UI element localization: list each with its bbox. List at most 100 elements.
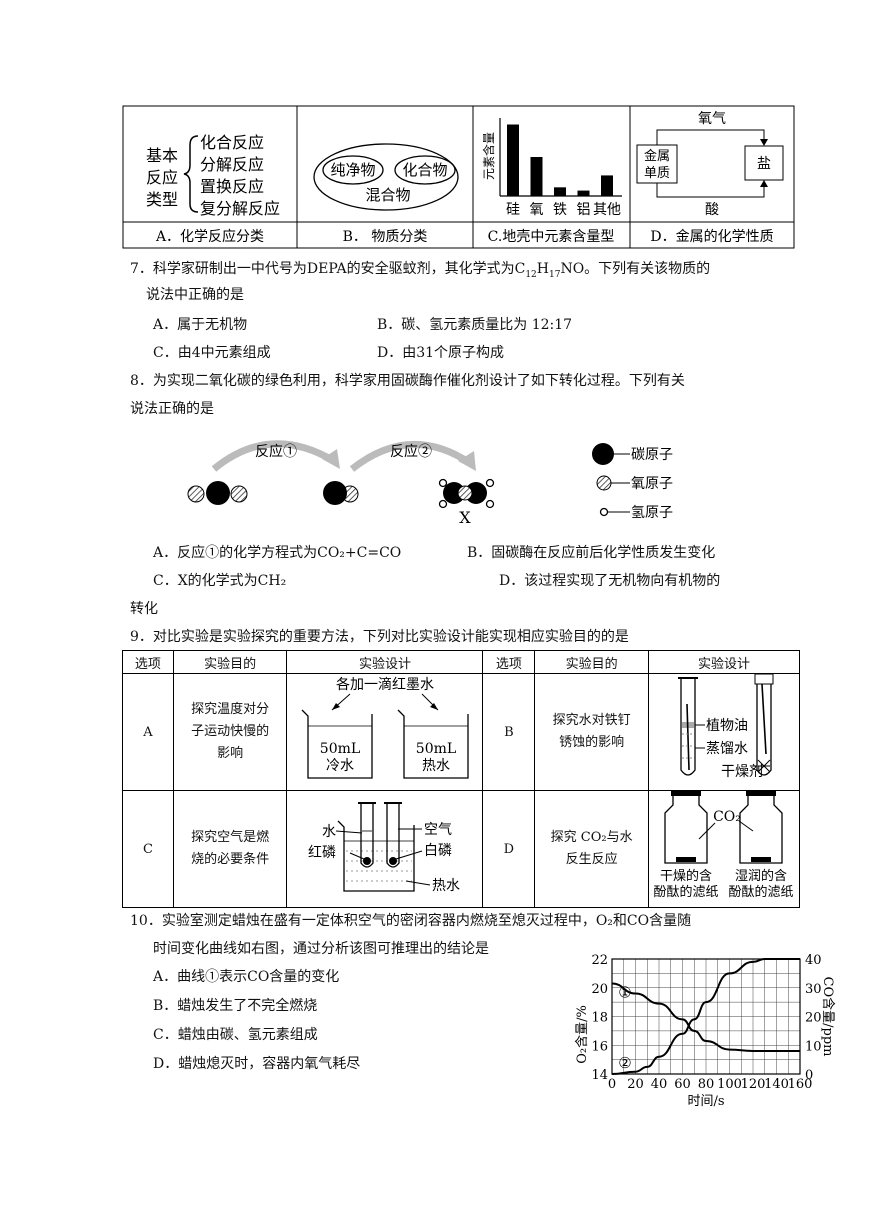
series-line-2	[611, 958, 800, 1075]
row-c-design: 水 空气 红磷 白磷 热水	[286, 790, 484, 908]
x-tick-label: 40	[651, 1077, 668, 1092]
q10-option-b: B．蜡烛发生了不完全燃烧	[153, 998, 318, 1014]
oil-label: 植物油	[706, 718, 748, 734]
q8-option-c: C．X的化学式为CH₂	[153, 573, 287, 589]
water-label: 蒸馏水	[706, 741, 748, 757]
wet-paper-line2: 酚酞的滤纸	[729, 884, 794, 900]
row-a-option: A	[122, 673, 174, 791]
y2-tick-label: 10	[805, 1039, 822, 1054]
test-tube-2	[756, 678, 773, 776]
x-tick-label: 80	[698, 1077, 715, 1092]
q7-option-d: D．由31个原子构成	[377, 345, 505, 361]
q9-table: 选项 实验目的 实验设计 选项 实验目的 实验设计 A 探究温度对分子运动快慢的…	[122, 650, 801, 908]
mixture-label: 混合物	[365, 186, 410, 204]
test-tube-1	[680, 678, 697, 776]
red-phosphorus-icon	[362, 857, 371, 865]
beaker-hot-water	[337, 820, 415, 892]
x-tick-label: 120	[741, 1077, 766, 1092]
row-d-option: D	[482, 790, 536, 908]
beaker-cold	[301, 709, 373, 779]
beaker-hot	[397, 709, 469, 779]
q9-stem: 9．对比实验是实验探究的重要方法，下列对比实验设计能实现相应实验目的的是	[130, 629, 629, 645]
co-molecule	[323, 481, 359, 505]
q10-stem-line2: 时间变化曲线如右图，通过分析该图可推理出的结论是	[153, 941, 489, 957]
reaction-item: 复分解反应	[200, 199, 280, 218]
row-b-option: B	[482, 673, 536, 791]
co2-label: CO₂	[714, 809, 742, 825]
bar-铝	[577, 190, 590, 196]
bar-category-label: 铁	[553, 202, 567, 218]
reaction2-label: 反应②	[390, 443, 432, 460]
y2-axis-label: CO含量/ppm	[820, 977, 836, 1057]
oxygen-atom-icon	[596, 475, 612, 491]
white-phosphorus-label: 白磷	[424, 843, 452, 859]
bar-category-label: 其他	[593, 202, 621, 218]
row-d-purpose: 探究 CO₂与水反生反应	[534, 790, 649, 908]
x-tick-label: 20	[627, 1077, 644, 1092]
arrow-down-icon	[760, 139, 768, 146]
header-option: 选项	[122, 650, 174, 674]
pure-substance-label: 纯净物	[330, 161, 375, 179]
legend-carbon: 碳原子	[631, 447, 673, 463]
reaction-diagram: 反应① 反应② X 碳原子 氧原子 氢原子	[187, 440, 673, 527]
q8-option-d-line2: 转化	[130, 601, 158, 617]
series-label-1: ①	[618, 984, 631, 1002]
q8-stem-line2: 说法正确的是	[130, 401, 214, 417]
carbon-atom-icon	[592, 443, 614, 465]
series-label-2: ②	[618, 1054, 631, 1072]
q8-option-d: D．该过程实现了无机物向有机物的	[499, 573, 721, 589]
reaction-label-line1: 基本	[146, 146, 178, 165]
tube-water	[360, 803, 374, 868]
q10-option-d: D．蜡烛熄灭时，容器内氧气耗尽	[153, 1056, 361, 1072]
q10-option-a: A．曲线①表示CO含量的变化	[153, 969, 340, 985]
figure-table: 基本 反应 类型 化合反应 分解反应 置换反应 复分解反应 纯净物 化合物 混合…	[122, 105, 795, 249]
caption-b: B． 物质分类	[343, 229, 428, 245]
plot-frame	[611, 958, 801, 1075]
caption-a: A．化学反应分类	[155, 228, 264, 245]
hot-water-label: 热水	[432, 878, 460, 894]
row-d-design: CO₂ 干燥的含 酚酞的滤纸 湿润的含 酚酞的滤纸	[647, 790, 801, 908]
header-purpose: 实验目的	[534, 650, 649, 674]
x-label: X	[459, 508, 471, 527]
acid-label: 酸	[705, 202, 719, 218]
row-a-design: 各加一滴红墨水 50mL 冷水 50mL 热水	[286, 673, 484, 791]
atom-legend: 碳原子 氧原子 氢原子	[592, 443, 673, 521]
substance-classification-figure: 纯净物 化合物 混合物	[313, 143, 459, 211]
caption-c: C.地壳中元素含量型	[488, 228, 615, 245]
reaction-type-figure: 基本 反应 类型 化合反应 分解反应 置换反应 复分解反应	[146, 133, 280, 218]
metal-label-line1: 金属	[644, 148, 670, 164]
beaker2-volume: 50mL	[416, 741, 456, 757]
reaction-label-line3: 类型	[146, 190, 178, 209]
co2-molecule	[187, 481, 248, 505]
y-tick-label: 22	[591, 953, 608, 968]
reaction-item: 化合反应	[200, 133, 264, 152]
bar-氧	[530, 157, 543, 196]
y-tick-label: 20	[591, 982, 608, 997]
wet-paper-line1: 湿润的含	[735, 868, 787, 884]
q7-option-a: A．属于无机物	[153, 317, 248, 333]
oxygen-label: 氧气	[698, 111, 726, 127]
y-tick-label: 16	[591, 1039, 608, 1054]
y-tick-label: 14	[591, 1068, 608, 1083]
q8-stem: 8．为实现二氧化碳的绿色利用，科学家用固碳酶作催化剂设计了如下转化过程。下列有关	[130, 373, 685, 389]
y-tick-label: 18	[591, 1011, 608, 1026]
y2-tick-label: 30	[805, 982, 822, 997]
row-c-purpose: 探究空气是燃烧的必要条件	[172, 790, 288, 908]
row-b-purpose: 探究水对铁钉锈蚀的影响	[534, 673, 649, 791]
x-molecule	[438, 478, 495, 509]
header-design: 实验设计	[647, 650, 801, 674]
y2-tick-label: 0	[805, 1068, 813, 1083]
reaction-item: 置换反应	[200, 177, 264, 196]
white-phosphorus-icon	[388, 857, 397, 865]
hydrogen-atom-icon	[599, 507, 609, 517]
y-axis-label: O₂含量/%	[574, 1005, 590, 1064]
bottle-wet	[739, 794, 784, 864]
header-purpose: 实验目的	[172, 650, 288, 674]
bar-铁	[554, 187, 566, 196]
arrow-up-icon	[760, 180, 768, 187]
q8-option-a: A．反应①的化学方程式为CO₂+C=CO	[153, 545, 402, 561]
tube-water-label: 水	[322, 824, 336, 840]
compound-label: 化合物	[402, 161, 447, 179]
crust-element-bar-chart: 元素含量 硅氧铁铝其他	[481, 118, 622, 218]
